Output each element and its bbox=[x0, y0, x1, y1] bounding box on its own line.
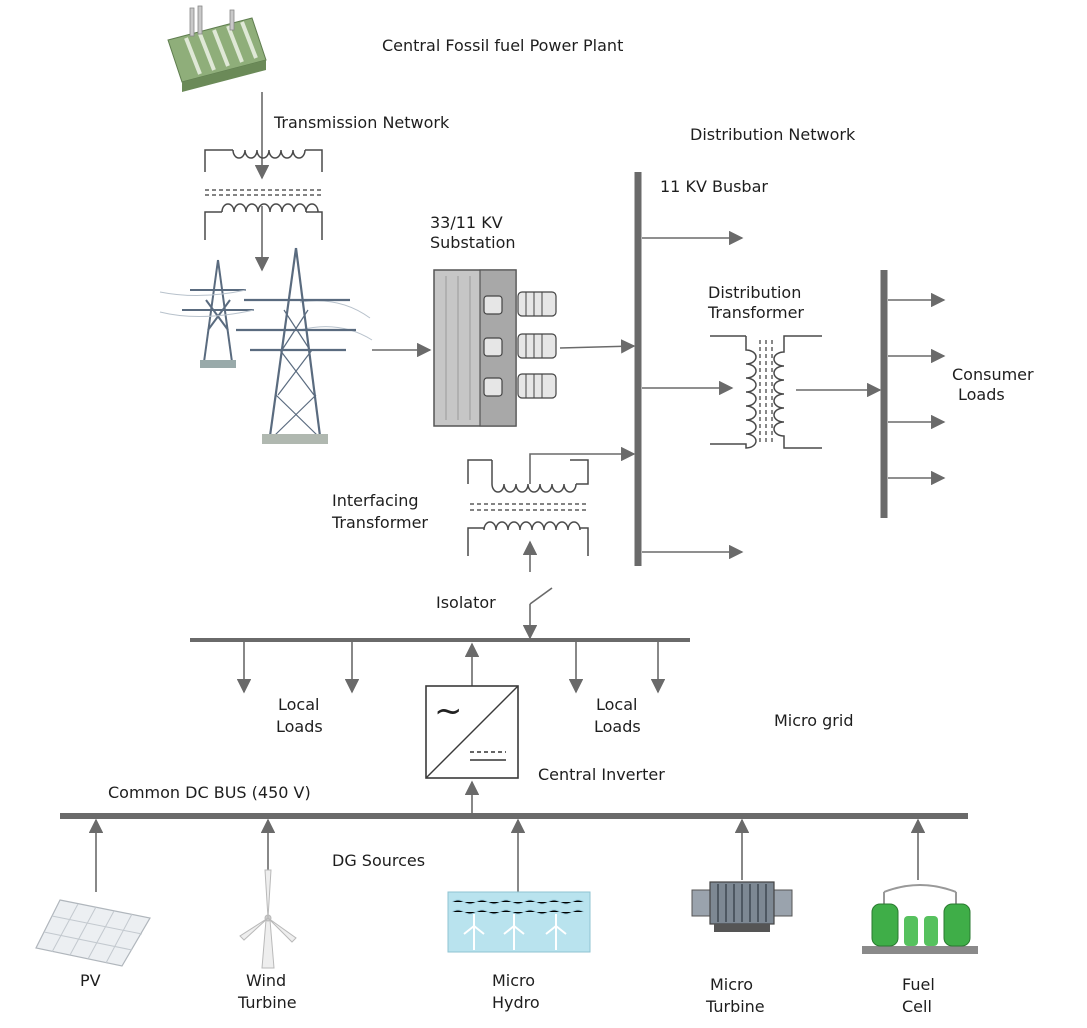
local-loads-right-line2: Loads bbox=[594, 717, 641, 736]
micro-grid-label: Micro grid bbox=[774, 711, 853, 730]
dg-sources-label: DG Sources bbox=[332, 851, 425, 870]
transmission-towers-icon bbox=[159, 247, 373, 444]
consumer-loads-label-line2: Loads bbox=[958, 385, 1005, 404]
source-label-hydro-line1: Micro bbox=[492, 971, 535, 990]
local-loads-right-line1: Local bbox=[596, 695, 637, 714]
substation-to-busbar-arrow bbox=[559, 339, 636, 354]
source-label-microturbine-line2: Turbine bbox=[705, 997, 765, 1016]
power-plant-label: Central Fossil fuel Power Plant bbox=[382, 36, 623, 55]
source-label-pv-line1: PV bbox=[80, 971, 101, 990]
fuel-cell-icon bbox=[862, 884, 978, 954]
interfacing-transformer-icon bbox=[467, 459, 589, 556]
substation-icon bbox=[433, 269, 557, 427]
distribution-network-label: Distribution Network bbox=[690, 125, 856, 144]
pv-panel-icon bbox=[35, 899, 151, 967]
source-label-hydro-line2: Hydro bbox=[492, 993, 540, 1012]
dist-transformer-label-line2: Transformer bbox=[707, 303, 804, 322]
dist-transformer-label-line1: Distribution bbox=[708, 283, 801, 302]
local-loads-left-line2: Loads bbox=[276, 717, 323, 736]
isolator-label: Isolator bbox=[436, 593, 496, 612]
interfacing-label-line2: Transformer bbox=[331, 513, 428, 532]
source-label-fuelcell-line2: Cell bbox=[902, 997, 932, 1016]
distribution-transformer-icon bbox=[710, 335, 822, 449]
substation-label-line2: Substation bbox=[430, 233, 516, 252]
interfacing-to-busbar-arrow bbox=[529, 446, 636, 484]
power-plant-icon bbox=[167, 5, 267, 92]
dc-bus-label: Common DC BUS (450 V) bbox=[108, 783, 311, 802]
source-label-wind-line1: Wind bbox=[246, 971, 286, 990]
local-loads-left-line1: Local bbox=[278, 695, 319, 714]
source-label-wind-line2: Turbine bbox=[237, 993, 297, 1012]
consumer-loads-label-line1: Consumer bbox=[952, 365, 1034, 384]
source-label-microturbine-line1: Micro bbox=[710, 975, 753, 994]
busbar-11kv-label: 11 KV Busbar bbox=[660, 177, 768, 196]
transmission-network-label: Transmission Network bbox=[273, 113, 450, 132]
source-label-fuelcell-line1: Fuel bbox=[902, 975, 935, 994]
transmission-transformer-icon bbox=[204, 149, 323, 240]
micro-hydro-icon bbox=[447, 891, 591, 953]
isolator-switch bbox=[529, 587, 553, 605]
substation-label-line1: 33/11 KV bbox=[430, 213, 503, 232]
wind-turbine-icon bbox=[239, 869, 297, 969]
inverter-ac-symbol: ~ bbox=[434, 691, 463, 731]
central-inverter-icon: ~ bbox=[425, 685, 519, 779]
central-inverter-label: Central Inverter bbox=[538, 765, 665, 784]
micro-turbine-icon bbox=[691, 881, 793, 932]
interfacing-label-line1: Interfacing bbox=[332, 491, 419, 510]
